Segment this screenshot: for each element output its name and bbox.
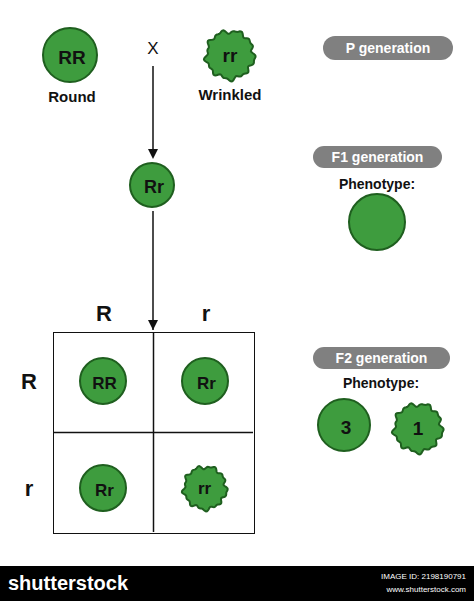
arrow-line <box>152 211 154 330</box>
ratio-seed: 3 <box>317 398 371 452</box>
wrinkled-seed: rrWrinkled <box>202 27 258 83</box>
generation-label: P generation <box>346 41 431 55</box>
generation-label: F2 generation <box>336 351 428 365</box>
allele-header: r <box>25 478 34 500</box>
genotype-label: Rr <box>95 481 114 498</box>
ratio-number: 3 <box>341 418 352 437</box>
f1-seed: Rr <box>129 162 175 208</box>
genotype-label: Rr <box>144 178 164 196</box>
allele-header: R <box>96 303 112 325</box>
phenotype-name: Wrinkled <box>198 87 261 102</box>
generation-tag: F1 generation <box>313 146 442 168</box>
offspring-seed: RR <box>79 357 127 405</box>
round-seed: RRRound <box>42 27 98 83</box>
phenotype-name: Round <box>48 89 95 104</box>
genotype-label: rr <box>223 46 238 65</box>
arrow-head <box>148 320 158 330</box>
watermark-id: IMAGE ID: 2198190791 <box>381 573 466 581</box>
genotype-label: Rr <box>197 374 216 391</box>
punnett-square: RrRrRRRrRrrr <box>53 332 255 534</box>
ratio-wrinkled-seed: 1 <box>390 400 446 456</box>
allele-header: R <box>21 371 37 393</box>
cross-symbol: X <box>147 40 158 57</box>
wrinkled-seed-shape <box>392 403 444 454</box>
phenotype-heading: Phenotype: <box>339 177 415 191</box>
wrinkled-seed-shape <box>181 466 227 511</box>
generation-label: F1 generation <box>332 150 424 164</box>
ratio-number: 1 <box>413 419 424 438</box>
cross-arrow-head <box>148 149 158 159</box>
cross-arrow-line <box>152 66 154 150</box>
phenotype-circle <box>349 194 405 250</box>
allele-header: r <box>202 303 211 325</box>
watermark-bar <box>0 566 474 601</box>
phenotype-heading: Phenotype: <box>343 376 419 390</box>
genotype-label: rr <box>198 479 211 496</box>
genotype-label: RR <box>92 374 117 391</box>
grid-divider <box>54 432 253 434</box>
offspring-seed: Rr <box>181 357 229 405</box>
generation-arrow <box>148 211 158 330</box>
generation-tag: F2 generation <box>313 347 450 369</box>
offspring-wrinkled-seed: rr <box>180 463 230 513</box>
genotype-label: RR <box>58 48 85 67</box>
watermark-logo: shutterstock <box>8 573 128 593</box>
watermark-url: www.shutterstock.com <box>386 586 466 594</box>
wrinkled-seed-shape <box>204 30 256 81</box>
offspring-seed: Rr <box>79 464 127 512</box>
generation-tag: P generation <box>323 36 453 60</box>
